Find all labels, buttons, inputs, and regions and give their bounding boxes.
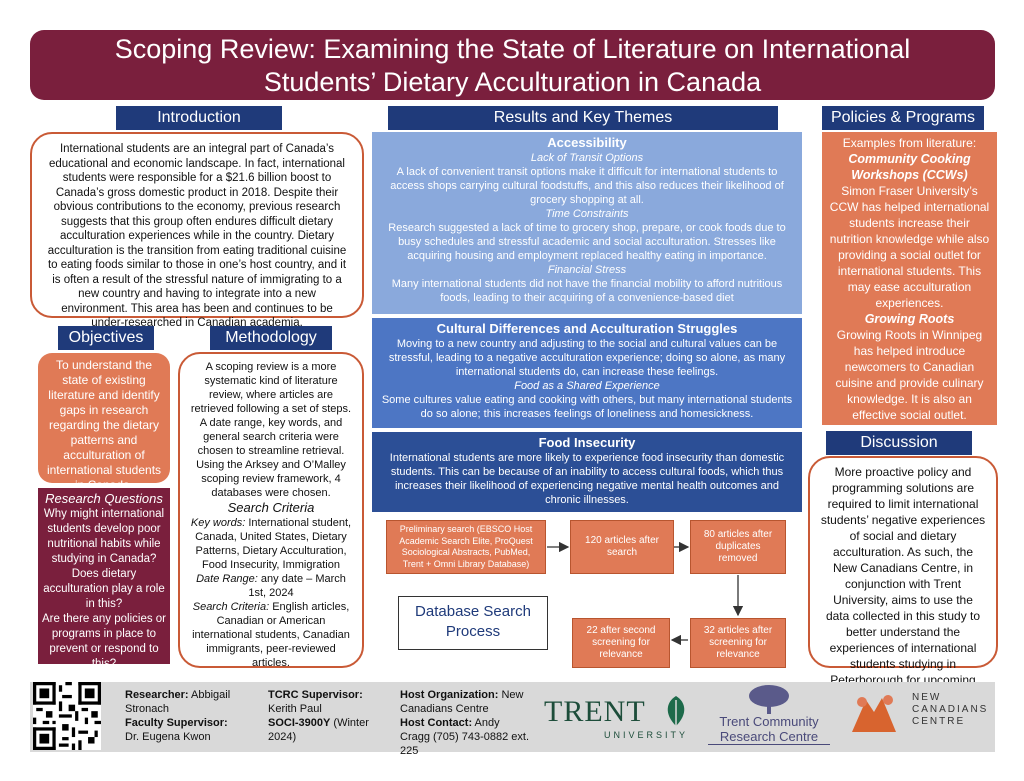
contact-label: Host Contact:	[400, 717, 473, 729]
research-question-1: Why might international students develop…	[43, 508, 165, 565]
trcc-logo-line-1: Trent Community	[719, 714, 819, 729]
introduction-text: International students are an integral p…	[47, 143, 347, 329]
flow-step-120-articles: 120 articles after search	[570, 520, 674, 574]
policies-box: Examples from literature: Community Cook…	[822, 132, 997, 425]
host-name: New Canadians Centre	[400, 689, 524, 715]
accessibility-title: Accessibility	[547, 135, 627, 150]
criteria-line: Search Criteria: English articles, Canad…	[188, 600, 354, 670]
time-subtitle: Time Constraints	[545, 208, 629, 220]
accessibility-section: Accessibility Lack of Transit Options A …	[372, 132, 802, 314]
discussion-text: More proactive policy and programming so…	[820, 465, 986, 703]
title-line-2: Students’ Dietary Acculturation in Canad…	[263, 67, 762, 97]
trent-university-logo: TRENT UNIVERSITY	[544, 692, 694, 742]
criteria-value: English articles, Canadian or American i…	[192, 601, 350, 669]
objectives-header: Objectives	[58, 326, 154, 350]
transit-text: A lack of convenient transit options mak…	[390, 166, 784, 206]
flow-step-32-articles: 32 articles after screening for relevanc…	[690, 618, 786, 668]
research-question-3: Are there any policies or programs in pl…	[42, 613, 167, 670]
shared-experience-subtitle: Food as a Shared Experience	[514, 380, 660, 392]
objectives-text: To understand the state of existing lite…	[46, 358, 162, 492]
search-criteria-title: Search Criteria	[227, 500, 315, 515]
transit-subtitle: Lack of Transit Options	[530, 152, 644, 164]
footer-researcher-column: Researcher: Abbigail Stronach Faculty Su…	[125, 688, 255, 744]
methodology-header: Methodology	[210, 326, 332, 350]
methodology-paragraph-1: A scoping review is a more systematic ki…	[190, 361, 352, 457]
tcrc-name: Kerith Paul	[268, 703, 322, 715]
trent-community-research-centre-logo: Trent Community Research Centre	[708, 682, 830, 750]
faculty-label: Faculty Supervisor:	[125, 717, 228, 729]
results-header: Results and Key Themes	[388, 106, 778, 130]
course-code: SOCI-3900Y	[268, 717, 331, 729]
cultural-text: Moving to a new country and adjusting to…	[388, 338, 786, 378]
food-insecurity-title: Food Insecurity	[538, 435, 636, 450]
methodology-box: A scoping review is a more systematic ki…	[178, 352, 364, 670]
program-1-name: Community Cooking Workshops (CCWs)	[848, 152, 971, 182]
methodology-paragraph-2: Using the Arksey and O’Malley scoping re…	[196, 459, 346, 499]
ncc-figures-icon	[852, 695, 896, 732]
footer: Researcher: Abbigail Stronach Faculty Su…	[30, 682, 995, 757]
time-text: Research suggested a lack of time to gro…	[388, 222, 786, 262]
trcc-logo-line-2: Research Centre	[708, 729, 830, 745]
program-2-name: Growing Roots	[864, 312, 955, 326]
researcher-label: Researcher:	[125, 689, 189, 701]
research-questions-title: Research Questions	[45, 491, 163, 506]
flow-arrows	[547, 541, 744, 646]
objectives-box: To understand the state of existing lite…	[38, 353, 170, 492]
discussion-header: Discussion	[826, 431, 972, 455]
introduction-box: International students are an integral p…	[30, 132, 364, 329]
shared-experience-text: Some cultures value eating and cooking w…	[381, 394, 793, 420]
trent-leaf-icon	[667, 696, 685, 726]
financial-subtitle: Financial Stress	[547, 264, 627, 276]
title-line-1: Scoping Review: Examining the State of L…	[114, 34, 911, 64]
introduction-header: Introduction	[116, 106, 282, 130]
policies-header: Policies & Programs	[822, 106, 984, 130]
date-range-line: Date Range: any date – March 1st, 2024	[188, 572, 354, 600]
researcher-name: Abbigail Stronach	[125, 689, 231, 715]
food-insecurity-text: International students are more likely t…	[389, 452, 785, 506]
flow-step-22-articles: 22 after second screening for relevance	[572, 618, 670, 668]
keywords-line: Key words: International student, Canada…	[188, 516, 354, 572]
ncc-logo-line-1: NEW	[912, 692, 942, 703]
cultural-section: Cultural Differences and Acculturation S…	[372, 318, 802, 428]
cultural-title: Cultural Differences and Acculturation S…	[436, 321, 738, 336]
ncc-logo-line-2: CANADIANS	[912, 704, 989, 715]
poster-title: Scoping Review: Examining the State of L…	[30, 30, 995, 100]
database-search-process-label: Database Search Process	[398, 596, 548, 650]
keywords-label: Key words:	[190, 517, 246, 529]
date-range-label: Date Range:	[196, 573, 258, 585]
research-questions-box: Research Questions Why might internation…	[38, 488, 170, 670]
criteria-label: Search Criteria:	[192, 601, 270, 613]
trent-logo-text: TRENT	[544, 695, 646, 728]
ncc-logo-line-3: CENTRE	[912, 716, 966, 727]
program-1-text: Simon Fraser University’s CCW has helped…	[829, 184, 990, 310]
researcher-line: Researcher: Abbigail Stronach	[125, 688, 255, 716]
discussion-box: More proactive policy and programming so…	[808, 456, 998, 703]
host-label: Host Organization:	[400, 689, 499, 701]
date-range-value: any date – March 1st, 2024	[248, 573, 346, 599]
footer-supervisor-column: TCRC Supervisor: Kerith Paul SOCI-3900Y …	[268, 688, 386, 744]
policies-intro: Examples from literature:	[842, 136, 977, 150]
flow-step-80-articles: 80 articles after duplicates removed	[690, 520, 786, 574]
flow-step-preliminary-search: Preliminary search (EBSCO Host Academic …	[386, 520, 546, 574]
financial-text: Many international students did not have…	[391, 278, 783, 304]
program-2-text: Growing Roots in Winnipeg has helped int…	[835, 328, 984, 422]
tcrc-label: TCRC Supervisor:	[268, 689, 363, 701]
trent-logo-subtext: UNIVERSITY	[604, 730, 689, 740]
qr-code-icon	[33, 682, 101, 750]
keywords-value: International student, Canada, United St…	[195, 517, 352, 571]
course-term: (Winter 2024)	[268, 717, 369, 743]
new-canadians-centre-logo: NEW CANADIANS CENTRE	[848, 688, 988, 744]
food-insecurity-section: Food Insecurity International students a…	[372, 432, 802, 512]
faculty-name: Dr. Eugena Kwon	[125, 731, 211, 743]
research-question-2: Does dietary acculturation play a role i…	[43, 568, 165, 610]
tree-icon	[749, 685, 789, 714]
contact-value: Andy Cragg (705) 743-0882 ext. 225	[400, 717, 530, 757]
footer-host-column: Host Organization: New Canadians Centre …	[400, 688, 532, 758]
